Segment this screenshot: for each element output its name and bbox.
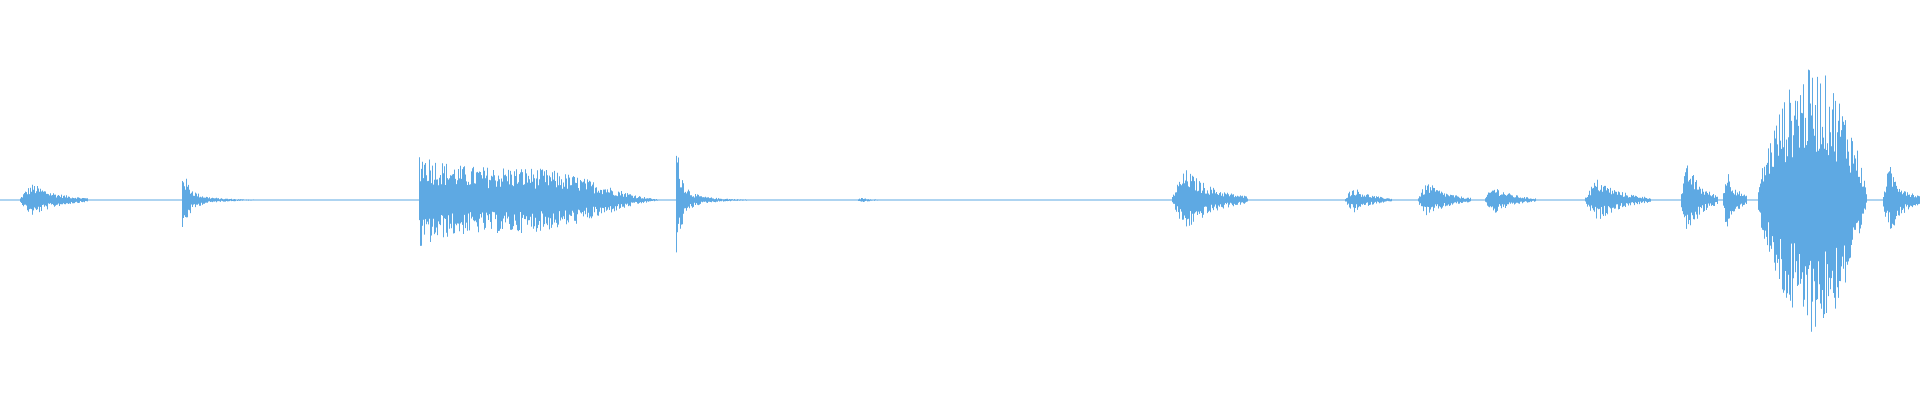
waveform-bars xyxy=(20,69,1920,332)
